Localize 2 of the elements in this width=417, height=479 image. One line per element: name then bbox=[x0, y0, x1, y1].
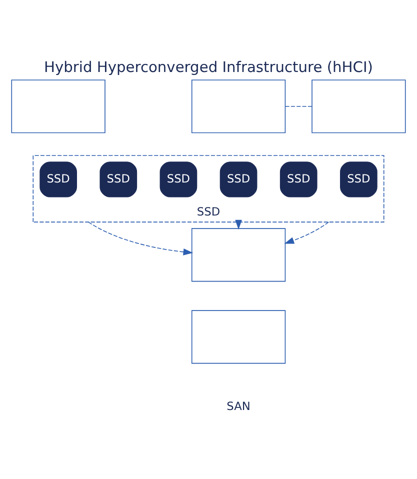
label: SAN bbox=[226, 399, 250, 414]
diagram-title: Hybrid Hyperconverged Infrastructure (hHCI) bbox=[44, 59, 374, 76]
